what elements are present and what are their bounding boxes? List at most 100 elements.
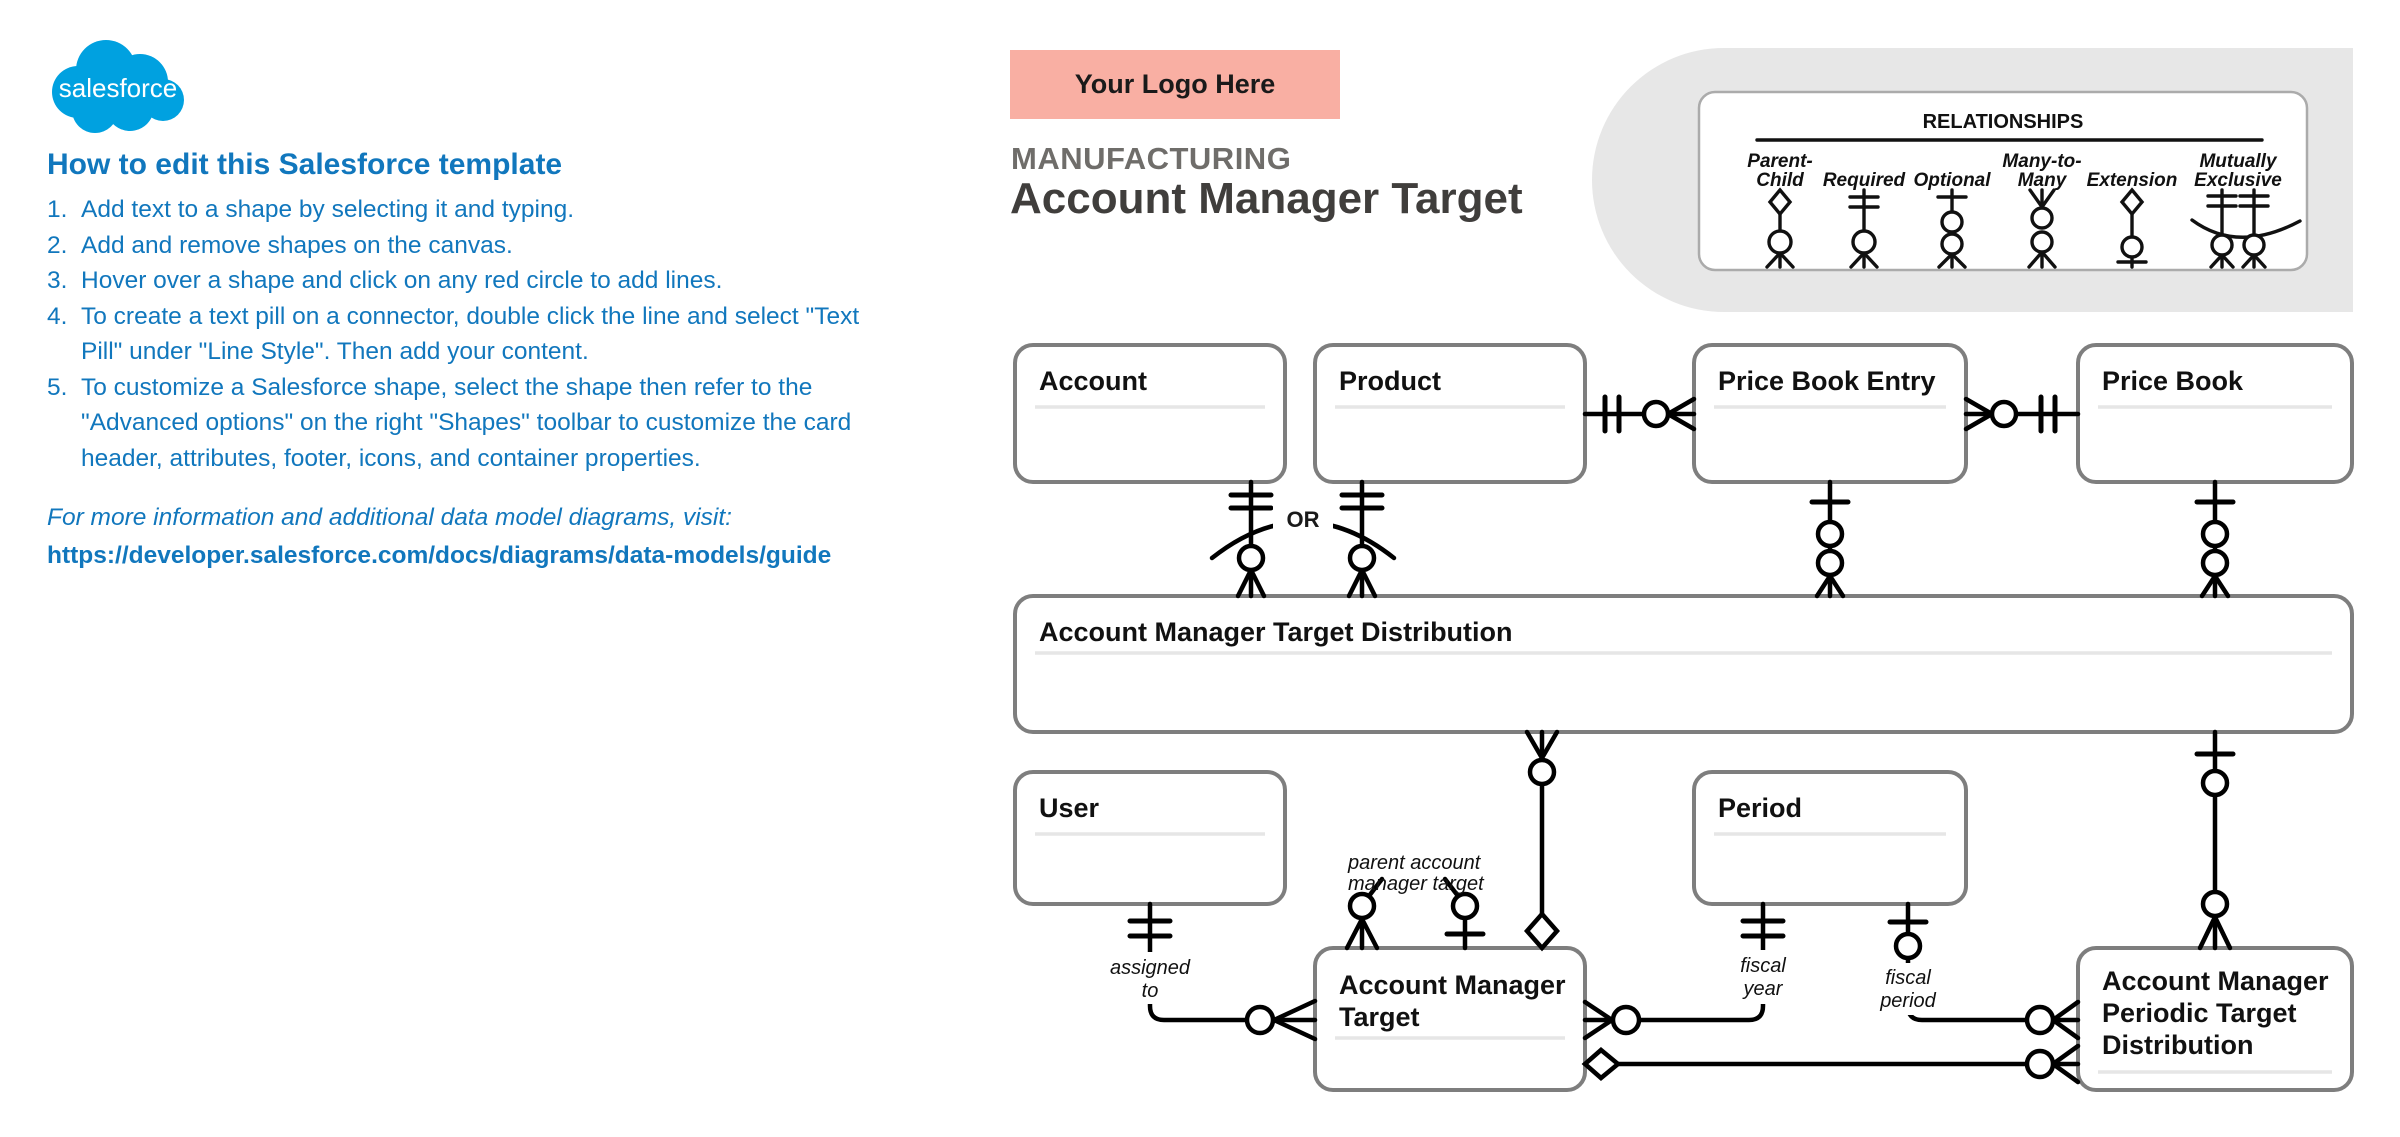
legend-symbol-many-to-many-icon (2027, 188, 2057, 269)
connector-amtd-amt[interactable] (1523, 729, 1561, 952)
howto-step: 3. Hover over a shape and click on any re… (47, 263, 892, 299)
crows-foot-icon (1963, 396, 1995, 432)
legend-label-mutually-exclusive-top: Mutually (2199, 151, 2277, 172)
legend-symbol-optional-icon (1936, 188, 1968, 269)
crows-foot-icon (2199, 573, 2231, 599)
crows-foot-icon (2050, 999, 2081, 1041)
entity-amptd-title-line2: Periodic Target (2102, 998, 2297, 1028)
step-text: Add text to a shape by selecting it and … (81, 196, 575, 223)
or-label: OR (1287, 507, 1320, 532)
legend-label-mutually-exclusive: Exclusive (2194, 170, 2282, 191)
legend-label-required: Required (1823, 170, 1906, 191)
legend-box (1697, 90, 2309, 272)
crows-foot-icon (1524, 729, 1560, 761)
entity-amt-title-line2: Target (1339, 1002, 1420, 1032)
crows-foot-icon (1582, 999, 1615, 1041)
howto-step: 4. To create a text pill on a connector, … (47, 299, 892, 370)
or-arc[interactable]: OR (1209, 505, 1397, 561)
legend-label-many-to-many-top: Many-to- (2002, 151, 2081, 172)
connector-amt-amptd[interactable] (1581, 1043, 2081, 1085)
fiscal-year-label-mask (1722, 950, 1804, 1004)
entity-price-book[interactable]: Price Book (2076, 343, 2354, 484)
howto-step: 5. To customize a Salesforce shape, selec… (47, 370, 892, 477)
legend-label-parent-child: Child (1756, 170, 1804, 191)
parent-amt-label-line2: manager target (1348, 873, 1485, 895)
parent-diamond-icon (1523, 910, 1561, 952)
connector-product-price-book-entry[interactable] (1582, 394, 1697, 434)
required-ticks-icon (1127, 918, 1173, 939)
entity-period[interactable]: Period (1692, 770, 1968, 906)
entity-user-title: User (1039, 793, 1100, 823)
required-ticks-icon (1602, 394, 1622, 434)
parent-amt-label-line1: parent account (1347, 852, 1482, 874)
required-ticks-icon (1228, 492, 1274, 511)
connector-user-amt[interactable]: assigned to (1103, 901, 1318, 1042)
required-ticks-icon (2038, 394, 2058, 434)
entity-user[interactable]: User (1013, 770, 1287, 906)
entity-amptd-title-line1: Account Manager (2102, 966, 2329, 996)
entity-period-title: Period (1718, 793, 1802, 823)
step-text: To create a text pill on a connector, do… (81, 302, 860, 366)
step-number: 2. (47, 231, 68, 259)
connector-price-book-entry-amtd[interactable] (1809, 479, 1851, 599)
legend-label-optional: Optional (1913, 170, 1991, 191)
crows-foot-icon (1814, 573, 1846, 599)
fiscal-period-label-mask (1862, 963, 1954, 1015)
entity-price-book-entry-title: Price Book Entry (1718, 366, 1936, 396)
fiscal-year-label-line2: year (1742, 978, 1784, 1000)
fiscal-period-label-line1: fiscal (1885, 967, 1931, 989)
connector-amt-self-parent[interactable]: parent account manager target (1344, 852, 1486, 951)
step-text: Add and remove shapes on the canvas. (81, 231, 513, 259)
entity-price-book-title: Price Book (2102, 366, 2244, 396)
howto-panel: How to edit this Salesforce template 1. A… (47, 148, 892, 570)
page-title: Account Manager Target (1010, 174, 1523, 223)
step-number: 3. (47, 267, 68, 294)
legend-symbol-mutually-exclusive-icon (2190, 188, 2302, 269)
step-number: 4. (47, 302, 68, 330)
crows-foot-icon (1665, 396, 1697, 432)
logo-placeholder-box[interactable]: Your Logo Here (1010, 50, 1340, 119)
crows-foot-icon (2197, 914, 2233, 951)
entity-account-manager-target[interactable]: Account Manager Target (1313, 946, 1587, 1092)
assigned-to-label-mask (1103, 952, 1197, 1004)
howto-step: 2. Add and remove shapes on the canvas. (47, 228, 892, 264)
howto-heading: How to edit this Salesforce template (47, 148, 563, 181)
connector-price-book-entry-price-book[interactable] (1963, 394, 2081, 434)
howto-step: 1. Add text to a shape by selecting it an… (47, 192, 892, 228)
entity-amtd-title: Account Manager Target Distribution (1039, 617, 1513, 647)
howto-note: For more information and additional data… (47, 504, 732, 531)
assigned-to-label-line2: to (1142, 980, 1159, 1002)
required-ticks-icon (1339, 492, 1385, 511)
step-number: 1. (47, 196, 68, 223)
step-number: 5. (47, 373, 68, 401)
required-ticks-icon (1740, 918, 1786, 939)
entity-product[interactable]: Product (1313, 343, 1587, 484)
salesforce-logo: salesforce (52, 40, 184, 133)
legend-symbol-required-icon (1848, 188, 1880, 269)
entity-product-title: Product (1339, 366, 1441, 396)
howto-steps: 1. Add text to a shape by selecting it an… (47, 192, 892, 476)
connector-price-book-amtd[interactable] (2194, 479, 2236, 599)
connector-amt-period[interactable]: fiscal year (1582, 901, 1804, 1041)
entity-account[interactable]: Account (1013, 343, 1287, 484)
category-label: MANUFACTURING (1011, 141, 1292, 176)
entity-account-manager-target-distribution[interactable]: Account Manager Target Distribution (1013, 594, 2354, 734)
legend-symbol-extension-icon (2116, 187, 2148, 269)
entity-amt-title-line1: Account Manager (1339, 970, 1566, 1000)
legend-title: RELATIONSHIPS (1923, 111, 2084, 133)
connector-amtd-amptd[interactable] (2194, 729, 2236, 951)
fiscal-year-label-line1: fiscal (1740, 955, 1786, 977)
connector-period-amptd[interactable]: fiscal period (1862, 901, 2081, 1041)
entity-account-title: Account (1039, 366, 1147, 396)
crows-foot-icon (2050, 1043, 2081, 1085)
legend-label-parent-child-top: Parent- (1747, 151, 1812, 172)
or-label-mask (1273, 505, 1333, 535)
step-text: Hover over a shape and click on any red … (81, 267, 723, 294)
docs-link[interactable]: https://developer.salesforce.com/docs/di… (47, 542, 832, 569)
entity-price-book-entry[interactable]: Price Book Entry (1692, 343, 1968, 484)
connector-account-amtd[interactable] (1228, 479, 1274, 599)
entity-account-manager-periodic-target-distribution[interactable]: Account Manager Periodic Target Distribu… (2076, 946, 2354, 1092)
assigned-to-label-line1: assigned (1110, 957, 1191, 979)
fiscal-period-label-line2: period (1879, 990, 1936, 1012)
step-text: To customize a Salesforce shape, select … (81, 373, 852, 472)
